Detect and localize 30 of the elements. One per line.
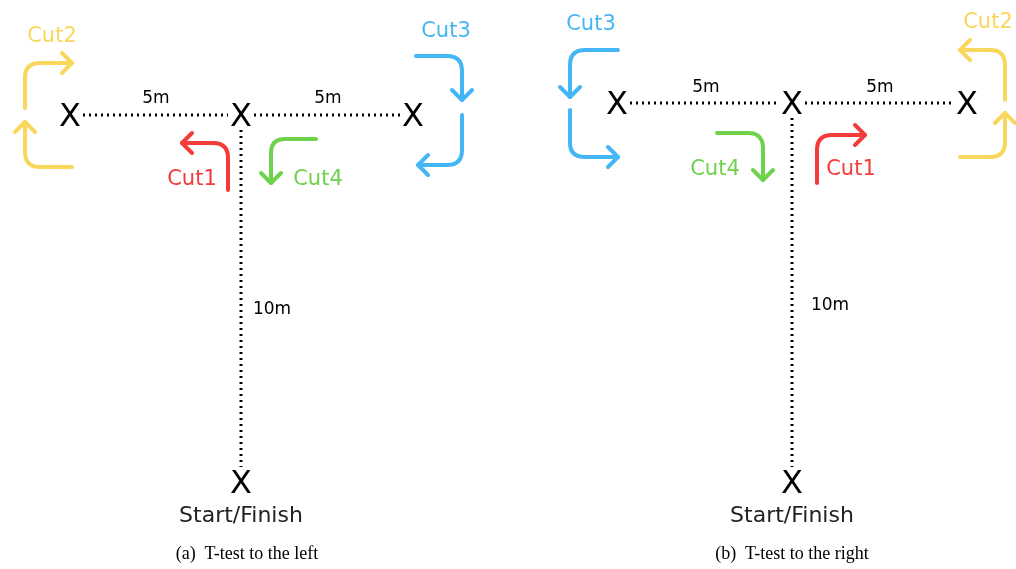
dotted-line bbox=[83, 113, 228, 117]
caption: (b) T-test to the right bbox=[715, 544, 869, 562]
distance-label: 5m bbox=[140, 88, 172, 106]
cone-marker: X bbox=[604, 88, 630, 118]
dotted-line bbox=[239, 130, 243, 467]
dotted-line bbox=[630, 101, 779, 105]
dotted-line bbox=[254, 113, 400, 117]
cut-label: Cut4 bbox=[293, 167, 343, 189]
cut-label: Cut2 bbox=[27, 24, 77, 46]
dotted-line bbox=[805, 101, 954, 105]
dotted-line bbox=[790, 118, 794, 467]
cone-marker: X bbox=[228, 467, 254, 497]
cone-marker: X bbox=[228, 100, 254, 130]
cone-marker: X bbox=[57, 100, 83, 130]
distance-label: 5m bbox=[690, 77, 722, 95]
cone-marker: X bbox=[400, 100, 426, 130]
cone-marker: X bbox=[779, 88, 805, 118]
cone-marker: X bbox=[954, 88, 980, 118]
distance-label: 5m bbox=[312, 88, 344, 106]
distance-label: 5m bbox=[864, 77, 896, 95]
cut-label: Cut4 bbox=[690, 157, 740, 179]
position-label: Start/Finish bbox=[179, 504, 303, 526]
caption: (a) T-test to the left bbox=[175, 544, 319, 562]
cut-label: Cut3 bbox=[566, 12, 616, 34]
cut-label: Cut1 bbox=[826, 157, 876, 179]
cone-marker: X bbox=[779, 467, 805, 497]
position-label: Start/Finish bbox=[730, 504, 854, 526]
cut-label: Cut1 bbox=[167, 167, 217, 189]
cut-label: Cut2 bbox=[963, 10, 1013, 32]
cut-label: Cut3 bbox=[421, 19, 471, 41]
